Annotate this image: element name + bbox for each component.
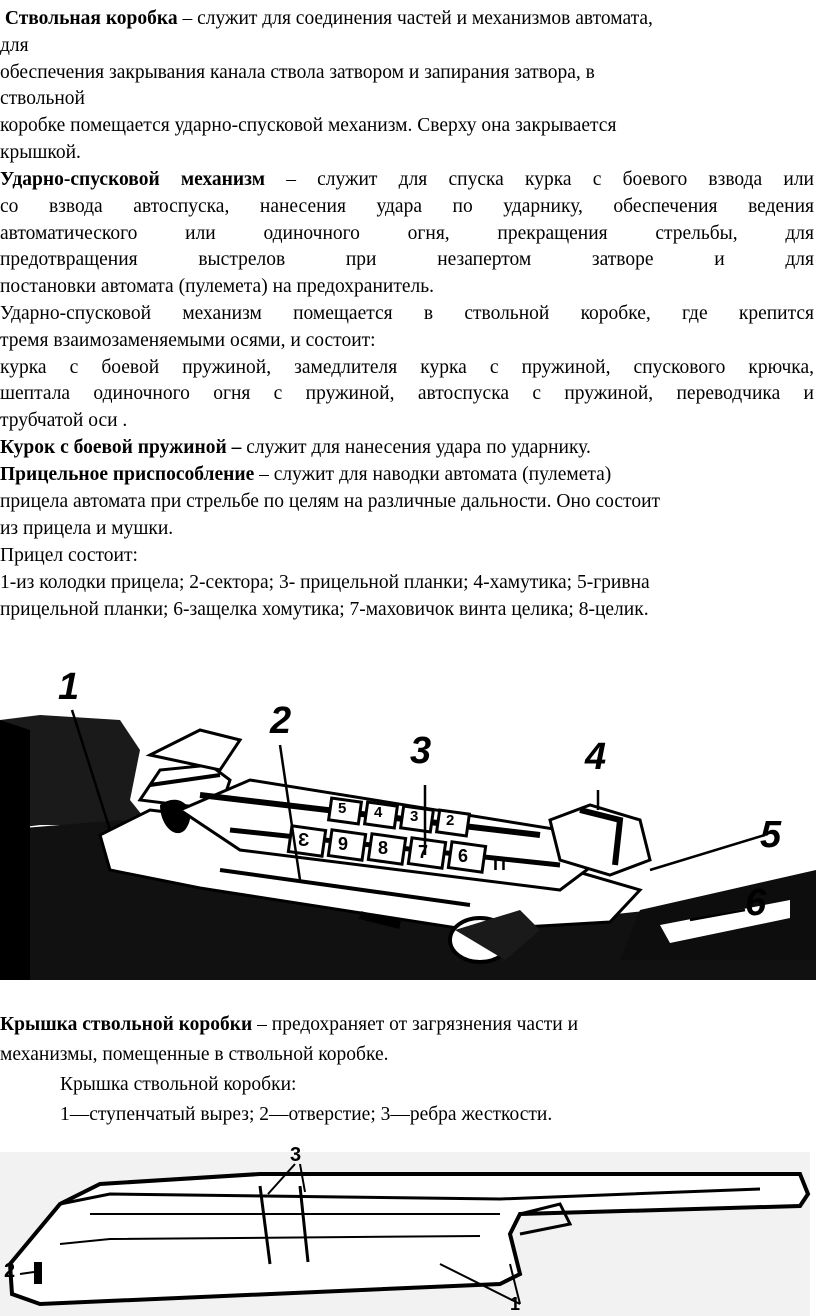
- figure1-label-4: 4: [585, 736, 607, 778]
- rear-sight-drawing: [0, 709, 816, 980]
- scale-mark: 5: [338, 800, 347, 817]
- trigger-placement-paragraph: Ударно-спусковой механизм помещается в с…: [0, 303, 814, 432]
- cover-parts: 1—ступенчатый вырез; 2—отверстие; 3—ребр…: [60, 1104, 553, 1125]
- hammer-term: Курок с боевой пружиной –: [0, 437, 242, 458]
- scale-mark: П: [493, 854, 506, 874]
- scale-mark: 3: [410, 808, 419, 825]
- figure2-label-3: 3: [290, 1144, 302, 1166]
- scale-mark: 8: [378, 838, 389, 858]
- cover-paragraph: Крышка ствольной коробки – предохраняет …: [0, 1010, 814, 1130]
- figure2-label-1: 1: [510, 1294, 521, 1314]
- sight-parts: Прицел состоит: 1-из колодки прицела; 2-…: [0, 543, 814, 623]
- receiver-paragraph: Ствольная коробка – служит для соединени…: [0, 8, 653, 163]
- figure1-label-5: 5: [760, 814, 782, 856]
- figure1-label-1: 1: [58, 666, 80, 708]
- figure1-label-6: 6: [745, 882, 767, 924]
- sight-paragraph: Прицельное приспособление – служит для н…: [0, 464, 661, 539]
- figure1-label-3: 3: [410, 730, 432, 772]
- scale-mark: 7: [418, 842, 429, 862]
- cover-heading: Крышка ствольной коробки:: [60, 1074, 297, 1095]
- receiver-cover-drawing: [0, 1152, 811, 1316]
- sight-parts-heading: Прицел состоит:: [0, 545, 138, 566]
- scale-mark: Ɛ: [298, 830, 310, 850]
- rear-sight-figure: 1 2 3 4 5 6 Ɛ 9 8 7 6 5 4 3 2 П: [0, 660, 816, 990]
- cover-term: Крышка ствольной коробки: [0, 1014, 253, 1035]
- figure2-label-2: 2: [4, 1260, 16, 1282]
- scale-mark: 9: [338, 834, 349, 854]
- scale-mark: 2: [446, 812, 455, 829]
- trigger-paragraph: Ударно-спусковой механизм – служит для с…: [0, 169, 814, 298]
- hammer-paragraph: Курок с боевой пружиной – служит для нан…: [0, 437, 591, 458]
- scale-mark: 6: [458, 846, 469, 866]
- receiver-term: Ствольная коробка: [4, 8, 178, 29]
- scale-mark: 4: [374, 804, 383, 821]
- sight-term: Прицельное приспособление: [0, 464, 255, 485]
- figure1-label-2: 2: [270, 700, 292, 742]
- receiver-cover-figure: 3 2 1: [0, 1144, 816, 1316]
- trigger-term: Ударно-спусковой механизм: [0, 169, 265, 190]
